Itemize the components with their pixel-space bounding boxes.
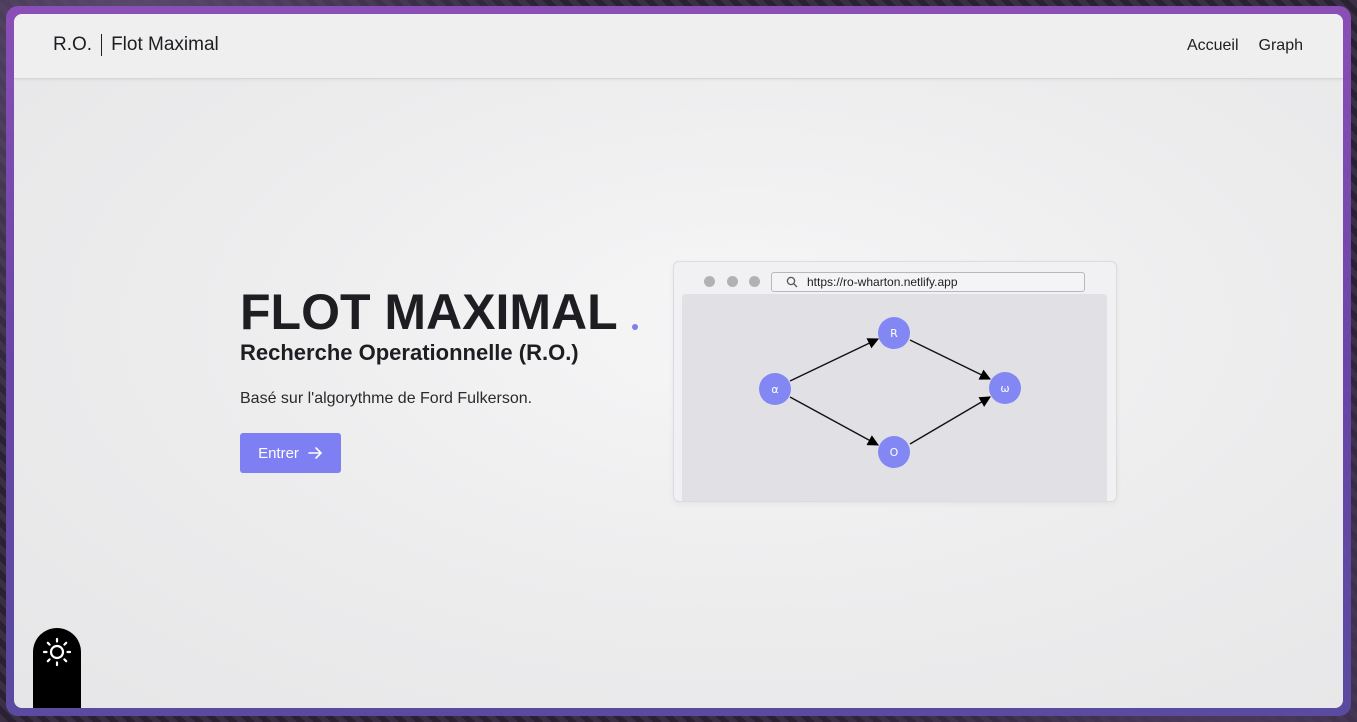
- brand-initials: R.O.: [53, 34, 93, 55]
- window-dot-icon: [727, 276, 738, 287]
- graph-edge: [789, 338, 880, 382]
- theme-toggle-button[interactable]: [33, 628, 81, 708]
- brand[interactable]: R.O. Flot Maximal: [53, 34, 219, 56]
- app-window: R.O. Flot Maximal Accueil Graph FLOT MAX…: [14, 14, 1343, 708]
- svg-text:R: R: [890, 327, 898, 340]
- nav-link-accueil[interactable]: Accueil: [1186, 37, 1239, 54]
- graph-node-omega: ω: [989, 372, 1021, 404]
- svg-text:ω: ω: [1000, 382, 1009, 395]
- mockup-url-text: https://ro-wharton.netlify.app: [807, 275, 958, 289]
- graph-edge: [789, 396, 879, 446]
- brand-name: Flot Maximal: [111, 34, 219, 55]
- nav-link-graph[interactable]: Graph: [1258, 37, 1303, 54]
- arrow-right-icon: [308, 447, 322, 459]
- browser-mockup: https://ro-wharton.netlify.app α: [673, 261, 1117, 502]
- hero-title: FLOT MAXIMAL: [240, 284, 660, 340]
- graph-node-o: O: [878, 436, 910, 468]
- flow-graph: α R O ω: [759, 317, 1021, 468]
- title-accent-dot: [631, 324, 638, 330]
- sun-icon: [42, 637, 72, 667]
- mockup-toolbar: https://ro-wharton.netlify.app: [674, 262, 1116, 294]
- svg-text:O: O: [890, 446, 899, 459]
- enter-button[interactable]: Entrer: [240, 433, 341, 473]
- navbar: R.O. Flot Maximal Accueil Graph: [14, 14, 1343, 79]
- brand-separator: [101, 34, 103, 56]
- graph-node-r: R: [878, 317, 910, 349]
- graph-edge: [909, 339, 992, 380]
- hero-title-text: FLOT MAXIMAL: [240, 284, 618, 340]
- graph-node-alpha: α: [759, 373, 791, 405]
- graph-canvas: α R O ω: [682, 294, 1107, 501]
- hero-subtitle: Recherche Operationnelle (R.O.): [240, 340, 579, 365]
- enter-button-label: Entrer: [258, 444, 299, 462]
- mockup-url-bar: https://ro-wharton.netlify.app: [771, 272, 1085, 292]
- graph-edge: [909, 396, 991, 445]
- search-icon: [786, 276, 798, 288]
- hero-text: FLOT MAXIMAL Recherche Operationnelle (R…: [240, 284, 660, 408]
- svg-text:α: α: [771, 383, 778, 396]
- nav-links: Accueil Graph: [1187, 37, 1303, 55]
- window-dot-icon: [749, 276, 760, 287]
- hero-description: Basé sur l'algorythme de Ford Fulkerson.: [240, 390, 533, 407]
- window-dot-icon: [704, 276, 715, 287]
